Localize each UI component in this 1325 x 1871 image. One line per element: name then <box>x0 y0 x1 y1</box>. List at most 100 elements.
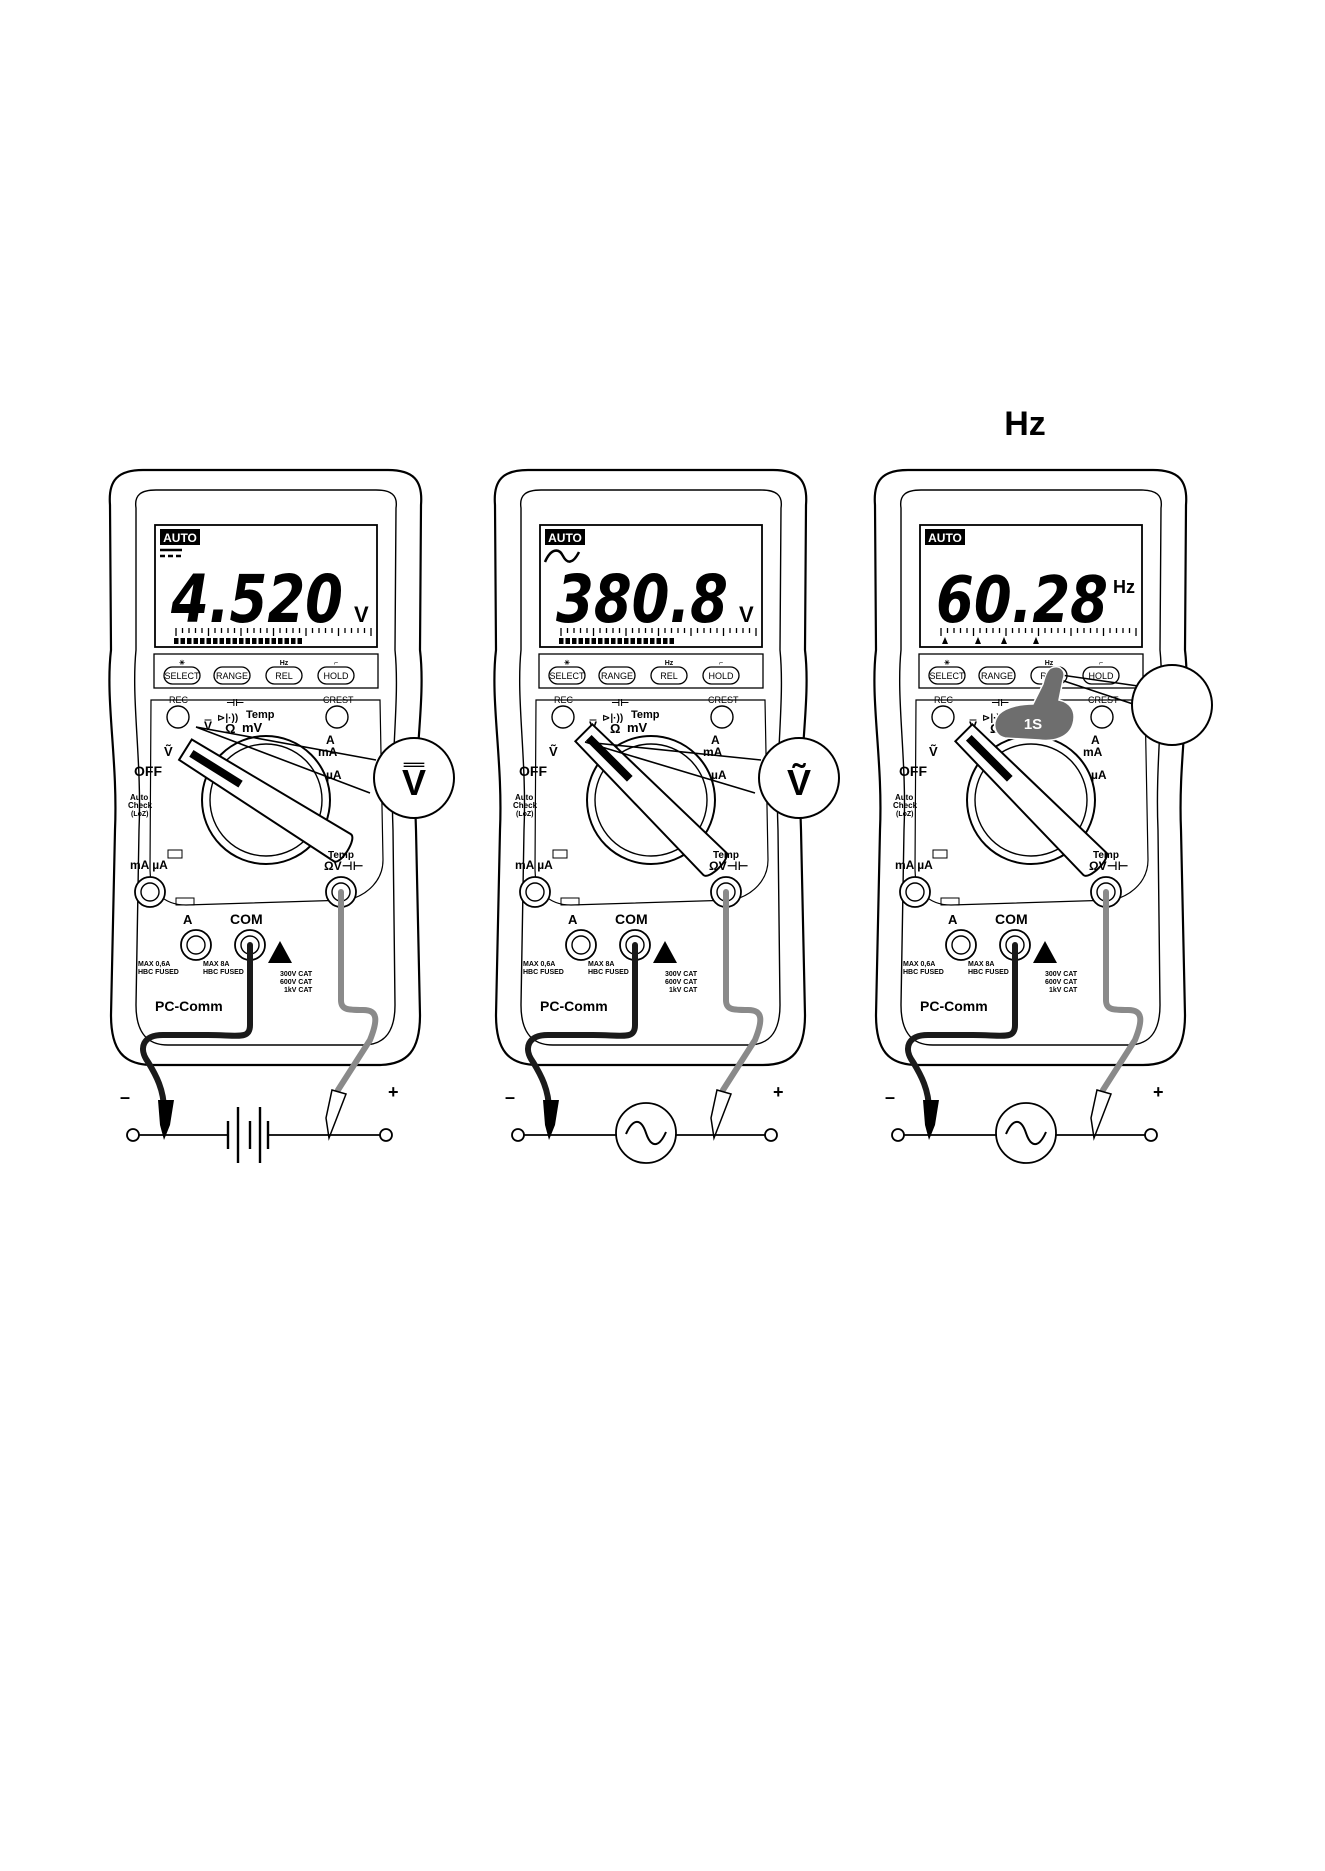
red-probe[interactable] <box>710 1089 732 1141</box>
button-range[interactable]: RANGE <box>213 666 251 685</box>
warning-triangle-icon <box>653 941 677 963</box>
a-jack-label: A <box>568 912 578 927</box>
black-probe[interactable] <box>158 1100 174 1140</box>
meter-bezel <box>518 489 783 1046</box>
rec-label: REC <box>554 695 574 705</box>
button-hold[interactable]: HOLD⌐ <box>317 660 355 685</box>
v-ohm-jack[interactable] <box>325 876 357 908</box>
battery-icon <box>226 1107 270 1163</box>
button-panel <box>153 653 379 689</box>
terminal-right <box>379 1128 393 1142</box>
black-probe[interactable] <box>923 1100 939 1140</box>
svg-text:HOLD: HOLD <box>708 671 734 681</box>
button-select[interactable]: SELECT☀ <box>548 659 586 685</box>
ma-ua-jack[interactable] <box>519 876 551 908</box>
red-probe[interactable] <box>1090 1089 1112 1141</box>
autocheck-label-2: Check <box>893 801 918 810</box>
rec-button[interactable] <box>931 705 955 729</box>
a-jack[interactable] <box>180 929 212 961</box>
plus-label: + <box>773 1082 784 1102</box>
off-label: OFF <box>899 763 927 779</box>
button-range[interactable]: RANGE <box>978 666 1016 685</box>
plus-label: + <box>388 1082 399 1102</box>
minus-label: – <box>885 1087 895 1107</box>
ma-ua-jack[interactable] <box>899 876 931 908</box>
rotary-selector[interactable] <box>953 722 1111 880</box>
rec-label: REC <box>934 695 954 705</box>
ohm-label: Ω <box>610 721 620 736</box>
svg-text:⌐: ⌐ <box>719 660 723 667</box>
ma-ua-jack[interactable] <box>134 876 166 908</box>
svg-text:SELECT: SELECT <box>549 671 585 681</box>
a-dial-label: A <box>711 733 720 747</box>
brand-label: PC-Comm <box>920 998 988 1014</box>
auto-badge: AUTO <box>928 531 962 545</box>
com-jack-label: COM <box>995 911 1028 927</box>
ua-dial-label: µA <box>711 768 727 782</box>
svg-text:⌐: ⌐ <box>1099 660 1103 667</box>
terminal-right <box>764 1128 778 1142</box>
a-jack[interactable] <box>565 929 597 961</box>
hz-heading: Hz <box>1004 405 1046 443</box>
lcd-unit: V <box>739 602 754 627</box>
black-probe[interactable] <box>543 1100 559 1140</box>
hbc-fused-label-2: HBC FUSED <box>588 969 629 976</box>
selector-knob[interactable] <box>177 736 356 864</box>
crest-button[interactable] <box>1090 705 1114 729</box>
terminal-left <box>126 1128 140 1142</box>
hbc-fused-label-1: HBC FUSED <box>138 969 179 976</box>
svg-text:RANGE: RANGE <box>981 671 1013 681</box>
warning-triangle-icon <box>1033 941 1057 963</box>
rec-button[interactable] <box>166 705 190 729</box>
max-06a-label: MAX 0,6A <box>523 961 555 968</box>
svg-text:1S: 1S <box>1024 716 1042 733</box>
crest-button[interactable] <box>710 705 734 729</box>
button-range[interactable]: RANGE <box>598 666 636 685</box>
selector-knob[interactable] <box>953 722 1111 880</box>
crest-button[interactable] <box>325 705 349 729</box>
vac-dial-label: Ṽ <box>164 744 173 759</box>
auto-badge-bg <box>925 529 965 545</box>
diode-label: ⊳|·)) <box>217 713 238 724</box>
vdc-dial-label: V̿ <box>204 718 212 733</box>
svg-text:Hz: Hz <box>1045 660 1054 667</box>
rec-label: REC <box>169 695 189 705</box>
rotary-selector[interactable] <box>177 735 356 865</box>
ohm-v-jack-label: ΩV⊣⊢ <box>324 859 364 873</box>
capacitance-label: ⊣⊢ <box>226 698 244 709</box>
lcd-reading: 380.8 <box>556 561 728 638</box>
terminal-right <box>1144 1128 1158 1142</box>
lcd-reading: 4.520 <box>170 561 343 638</box>
capacitance-label: ⊣⊢ <box>991 698 1009 709</box>
red-probe[interactable] <box>325 1089 347 1141</box>
plus-label: + <box>1153 1082 1164 1102</box>
svg-text:SELECT: SELECT <box>164 671 200 681</box>
rec-button[interactable] <box>551 705 575 729</box>
terminal-left <box>511 1128 525 1142</box>
button-hold[interactable]: HOLD ⌐ <box>702 660 740 685</box>
svg-text:RANGE: RANGE <box>216 671 248 681</box>
svg-text:HOLD: HOLD <box>1088 671 1114 681</box>
hbc-fused-label-1: HBC FUSED <box>903 969 944 976</box>
a-jack[interactable] <box>945 929 977 961</box>
ma-dial-label: mA <box>703 745 723 759</box>
button-panel <box>918 653 1144 689</box>
svg-text:REL: REL <box>275 671 293 681</box>
lcd-bargraph <box>559 628 757 644</box>
auto-badge-bg <box>545 529 585 545</box>
ma-ua-jack-label: mA µA <box>515 858 553 872</box>
multimeter-3: AUTO60.28HzSELECT☀RANGERELHzHOLD⌐RECCRES… <box>873 468 1213 1164</box>
mode-callout: V̿ <box>373 737 455 819</box>
autocheck-label-2: Check <box>513 801 538 810</box>
mode-callout: Ṽ <box>758 737 840 819</box>
button-select[interactable]: SELECT☀ <box>928 659 966 685</box>
cat-300v-label: 300V CAT <box>1045 971 1078 978</box>
diode-label: ⊳|·)) <box>602 713 623 724</box>
temp-jack-label: Temp <box>1093 850 1119 861</box>
button-select[interactable]: SELECT☀ <box>163 659 201 685</box>
hbc-fused-label-1: HBC FUSED <box>523 969 564 976</box>
cat-600v-label: 600V CAT <box>1045 979 1078 986</box>
